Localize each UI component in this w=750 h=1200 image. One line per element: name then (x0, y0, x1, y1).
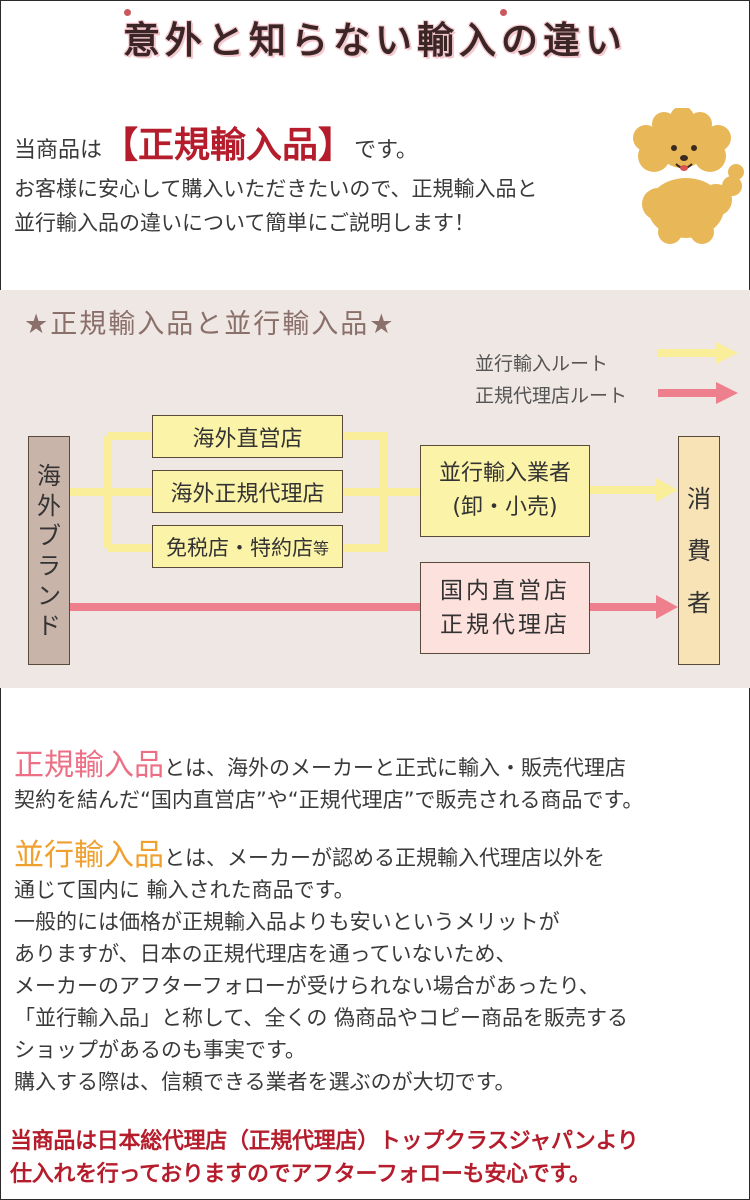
source-char: ブ (37, 521, 61, 550)
page-title: 意外と知らない輸入の違い (123, 19, 627, 62)
parallel-def-text: とは、メーカーが認める正規輸入代理店以外を (164, 846, 605, 870)
source-char: ン (37, 581, 61, 610)
source-char: 海 (37, 461, 61, 490)
parallel-definition: 並行輸入品とは、メーカーが認める正規輸入代理店以外を 通じて国内に 輸入された商… (14, 840, 628, 1098)
channel-label: 海外直営店 (192, 426, 303, 452)
official-def-text: とは、海外のメーカーと正式に輸入・販売代理店 (164, 756, 626, 780)
consumer-box: 消 費 者 (678, 436, 720, 665)
legend-official-label: 正規代理店ルート (475, 385, 628, 407)
intro-pre: 当商品は (14, 138, 103, 163)
domestic-agent-label: 正規代理店 (440, 612, 570, 638)
official-def-line-2: 契約を結んだ“国内直営店”や“正規代理店”で販売される商品です。 (14, 788, 644, 812)
official-definition: 正規輸入品とは、海外のメーカーと正式に輸入・販売代理店 契約を結んだ“国内直営店… (14, 750, 643, 816)
channel-overseas-direct-store: 海外直営店 (152, 415, 343, 458)
parallel-def-line: ありますが、日本の正規代理店を通っていないため、 (14, 942, 517, 966)
source-vertical-text: 海 外 ブ ラ ン ド (37, 461, 61, 641)
intro-body: お客様に安心して購入いただきたいので、正規輸入品と 並行輸入品の違いについて簡単… (14, 172, 538, 240)
title-dot-left (124, 9, 131, 16)
intro-line-1: 当商品は【正規輸入品】です。 (14, 116, 418, 168)
parallel-def-line: ショップがあるのも事実です。 (14, 1038, 306, 1062)
intro-line-3: 並行輸入品の違いについて簡単にご説明します！ (14, 211, 475, 235)
parallel-def-line-1: 並行輸入品とは、メーカーが認める正規輸入代理店以外を (14, 840, 628, 874)
intro-bracket-open: 【 (102, 125, 139, 166)
parallel-term: 並行輸入品 (14, 838, 164, 873)
source-char: 外 (37, 491, 61, 520)
parallel-def-line: 購入する際は、信頼できる業者を選ぶのが大切です。 (14, 1070, 516, 1094)
parallel-def-line: 一般的には価格が正規輸入品よりも安いというメリットが (14, 910, 560, 934)
final-line-2: 仕入れを行っておりますのでアフターフォローも安心です。 (10, 1162, 591, 1187)
intro-highlight: 正規輸入品 (138, 125, 319, 166)
consumer-char: 者 (687, 588, 711, 617)
dog-illustration (633, 108, 744, 244)
channel-label-suffix: 等 (312, 538, 329, 558)
official-def-line-1: 正規輸入品とは、海外のメーカーと正式に輸入・販売代理店 (14, 750, 643, 784)
consumer-char: 費 (687, 536, 711, 565)
source-char: ド (37, 611, 61, 640)
title-dot-right (500, 9, 507, 16)
intro-bracket-close: 】 (318, 125, 355, 166)
consumer-char: 消 (687, 484, 711, 513)
legend-parallel-label: 並行輸入ルート (475, 353, 609, 375)
parallel-def-line: メーカーのアフターフォローが受けられない場合があったり、 (14, 974, 600, 998)
domestic-store-label: 国内直営店 (440, 578, 570, 604)
official-term: 正規輸入品 (14, 748, 164, 783)
parallel-importer-label: 並行輸入業者 (438, 461, 571, 486)
parallel-def-line: 「並行輸入品」と称して、全くの 偽商品やコピー商品を販売する (14, 1006, 628, 1030)
channel-duty-free-store: 免税店・特約店等 (152, 525, 343, 568)
consumer-vertical-text: 消 費 者 (687, 473, 711, 629)
final-notice: 当商品は日本総代理店（正規代理店）トップクラスジャパンより 仕入れを行っておりま… (10, 1125, 639, 1191)
parallel-importer-box: 並行輸入業者 (卸・小売) (420, 445, 590, 537)
domestic-official-store-box: 国内直営店 正規代理店 (420, 562, 590, 654)
channel-label: 免税店・特約店 (165, 535, 313, 560)
channel-label: 海外正規代理店 (170, 481, 325, 507)
source-char: ラ (37, 551, 61, 580)
intro-line-2: お客様に安心して購入いただきたいので、正規輸入品と (14, 177, 538, 201)
parallel-importer-sublabel: (卸・小売) (452, 495, 558, 520)
parallel-def-line: 通じて国内に 輸入された商品です。 (14, 878, 355, 902)
source-overseas-brand-box: 海 外 ブ ラ ン ド (28, 436, 70, 665)
intro-post: です。 (354, 138, 418, 163)
final-line-1: 当商品は日本総代理店（正規代理店）トップクラスジャパンより (10, 1129, 639, 1154)
diagram-band (0, 290, 750, 688)
channel-overseas-official-agent: 海外正規代理店 (152, 470, 343, 513)
diagram-title: ★正規輸入品と並行輸入品★ (24, 309, 396, 340)
